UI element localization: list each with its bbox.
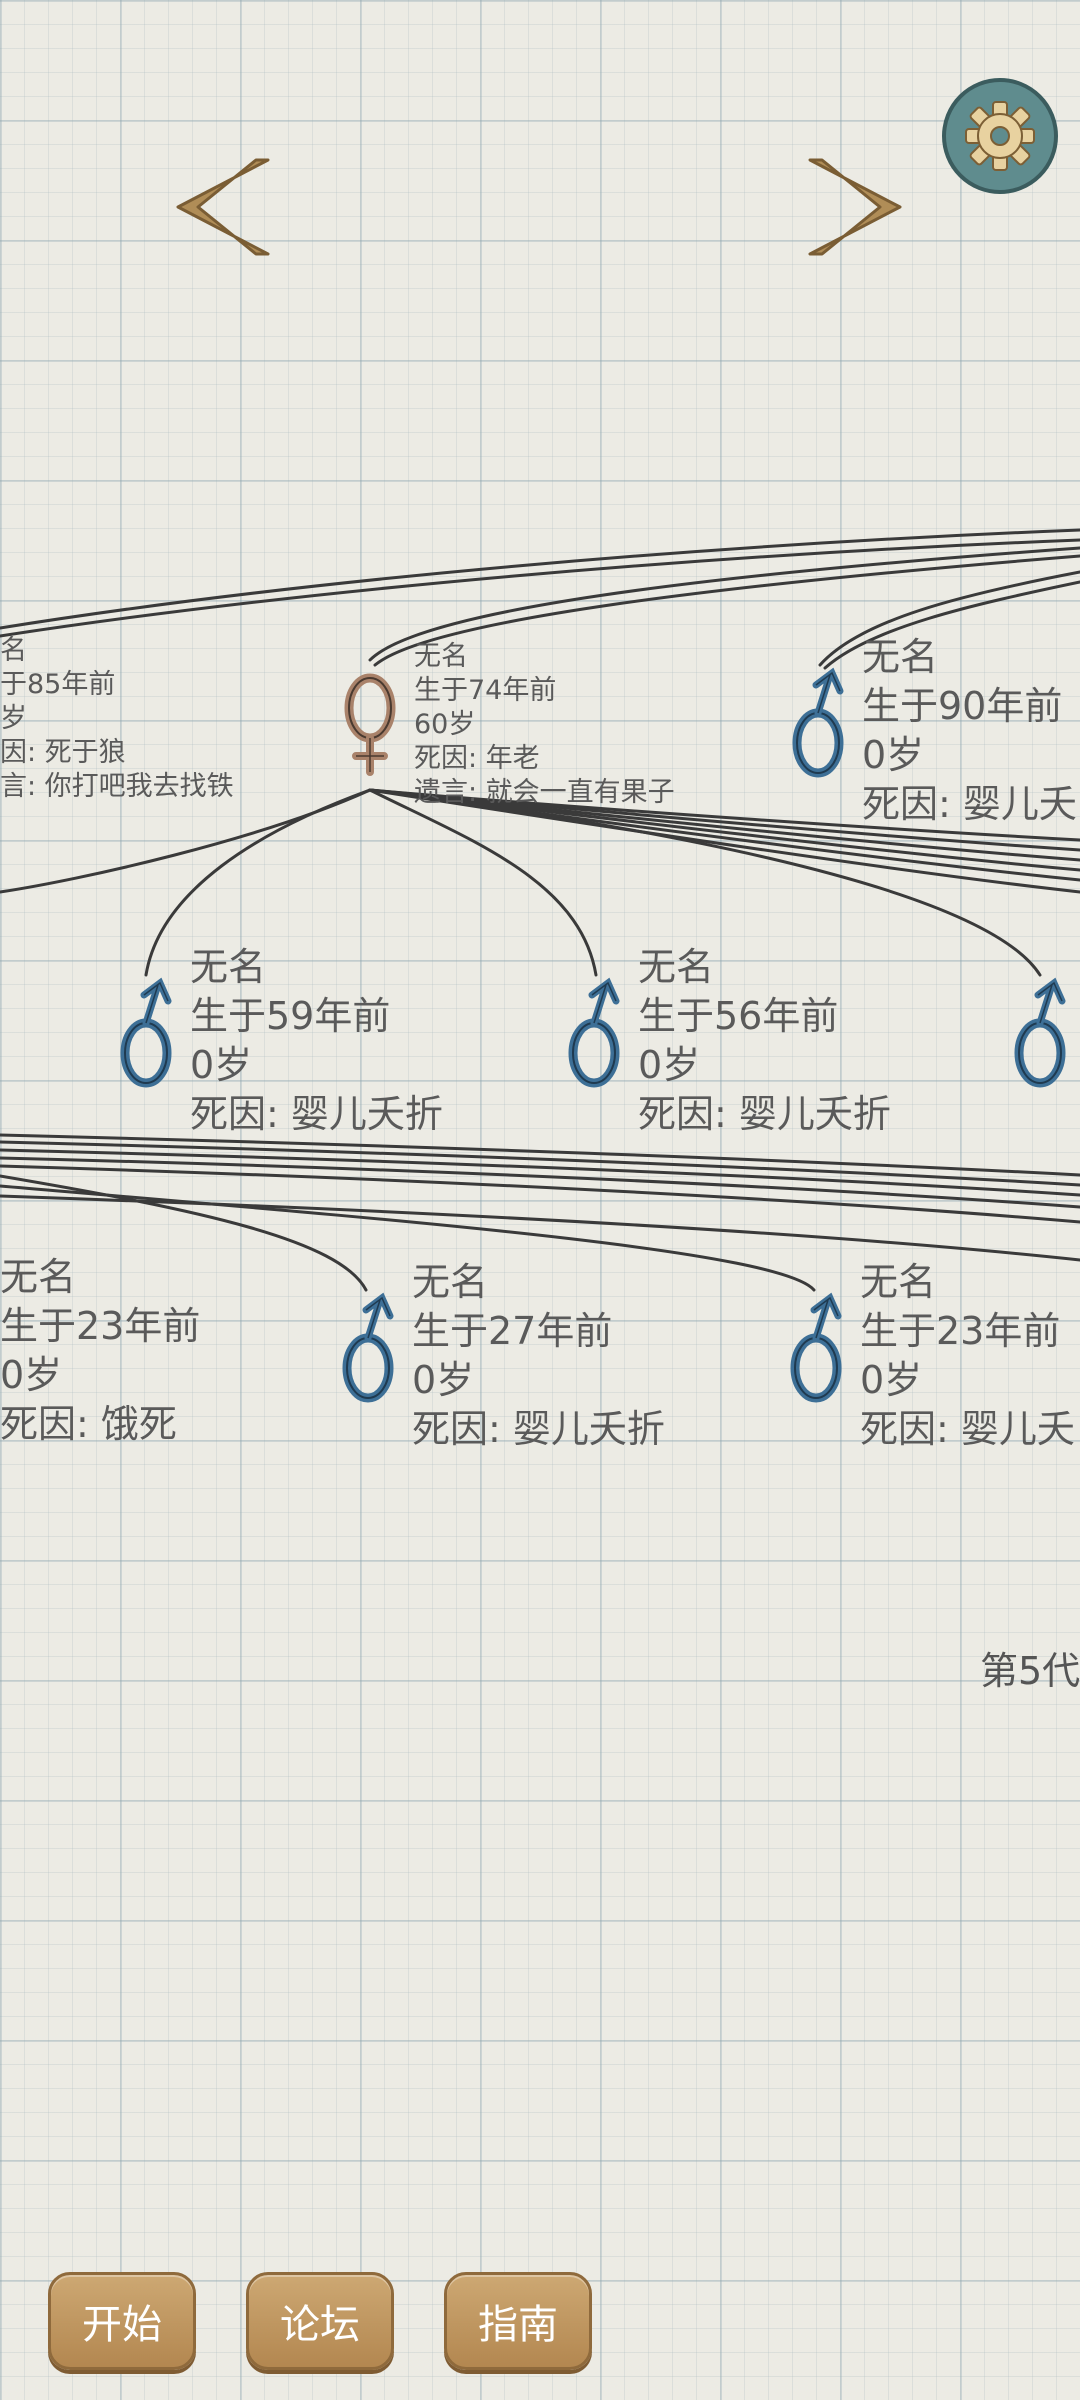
male-symbol-icon <box>342 1292 394 1403</box>
gear-icon <box>942 78 1058 194</box>
next-arrow-button[interactable] <box>800 152 910 262</box>
person-info: 无名 生于56年前 0岁 死因: 婴儿夭折 <box>638 945 891 1136</box>
start-button[interactable]: 开始 <box>48 2272 196 2370</box>
male-symbol-icon <box>120 977 172 1088</box>
chevron-left-icon <box>176 158 270 256</box>
person-info: 无名 生于90年前 0岁 死因: 婴儿夭 <box>862 635 1077 826</box>
person-info: 无名 生于23年前 0岁 死因: 婴儿夭 <box>860 1260 1075 1451</box>
person-info: 无名 生于74年前 60岁 死因: 年老 遗言: 就会一直有果子 <box>414 641 675 808</box>
female-symbol-icon <box>344 673 396 776</box>
settings-button[interactable] <box>940 76 1060 196</box>
male-symbol-icon <box>1014 977 1066 1088</box>
chevron-right-icon <box>808 158 902 256</box>
male-symbol-icon <box>568 977 620 1088</box>
person-info: 无名 生于23年前 0岁 死因: 饿死 <box>0 1255 201 1446</box>
male-symbol-icon <box>790 1292 842 1403</box>
male-symbol-icon <box>792 667 844 778</box>
person-info: 无名 生于27年前 0岁 死因: 婴儿夭折 <box>412 1260 665 1451</box>
person-info: 无名 生于59年前 0岁 死因: 婴儿夭折 <box>190 945 443 1136</box>
previous-arrow-button[interactable] <box>168 152 278 262</box>
forum-button[interactable]: 论坛 <box>246 2272 394 2370</box>
generation-label: 第5代 <box>980 1649 1080 1693</box>
person-info: 名 于85年前 岁 因: 死于狼 言: 你打吧我去找铁 <box>0 635 234 802</box>
guide-button[interactable]: 指南 <box>444 2272 592 2370</box>
